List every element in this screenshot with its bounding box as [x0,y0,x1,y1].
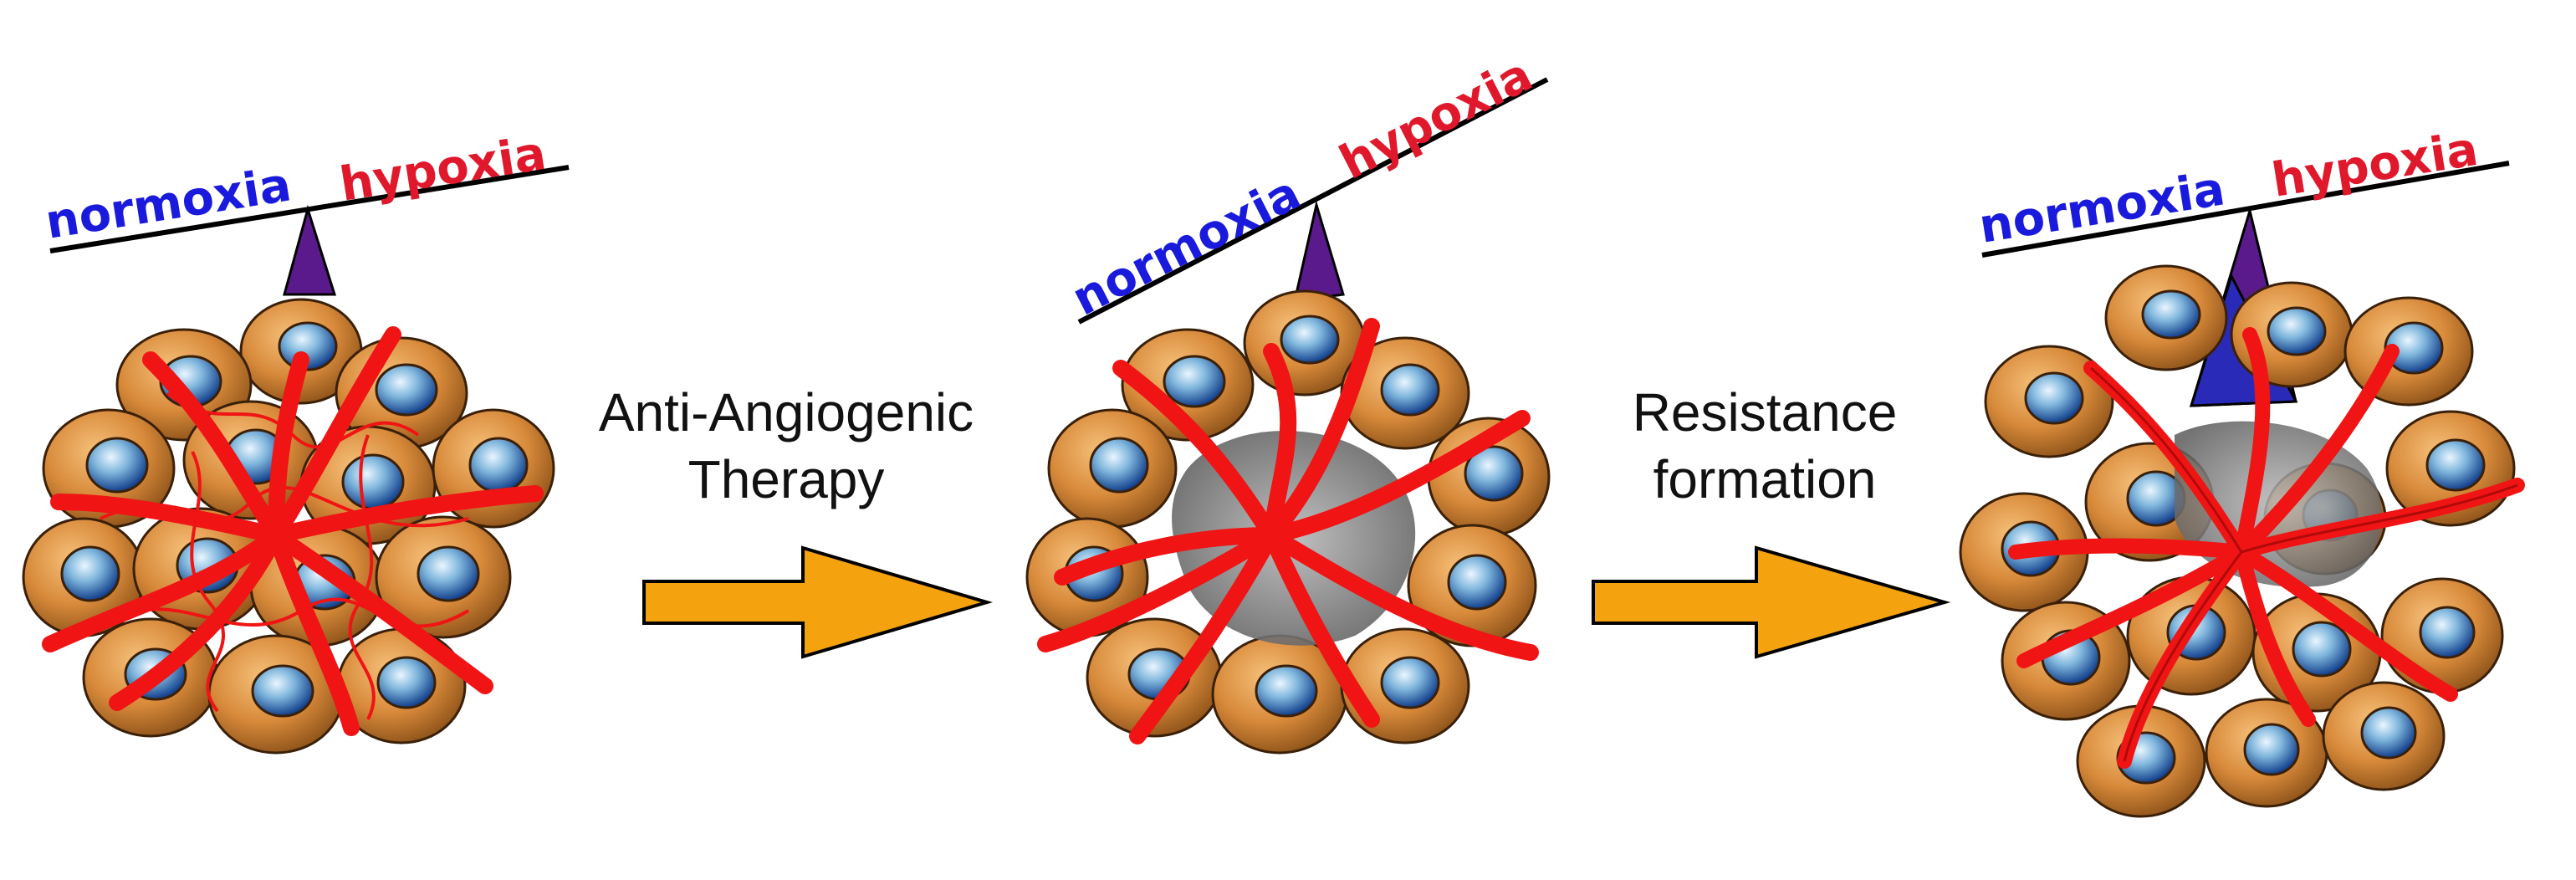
balance-beam [1077,77,1549,325]
hypoxia-label: hypoxia [2268,122,2481,208]
vessel-walls [2090,366,2518,762]
arrow-label-line2: formation [1653,449,1877,509]
arrow-label-line1: Resistance [1633,382,1898,443]
blood-vessels [1037,318,1539,744]
arrow-shape [642,545,994,659]
balance-beam [1981,161,2510,258]
hypoxia-label: hypoxia [336,126,549,212]
transition-arrow-1: Anti-Angiogenic Therapy [599,382,994,659]
normoxia-label: normoxia [42,157,294,249]
capillary-network [100,391,470,720]
tumor-panel-3: normoxia hypoxia [1959,122,2525,818]
tumor-panel-1: normoxia hypoxia [22,126,570,755]
pivot-triangle [283,204,337,296]
arrow-label-line1: Anti-Angiogenic [599,382,974,443]
tumor-panel-2: normoxia hypoxia [1025,48,1551,755]
arrow-shape [1592,545,1951,659]
transition-arrow-2: Resistance formation [1592,382,1951,659]
hypoxia-label: hypoxia [1331,48,1541,191]
pivot-triangle [1293,200,1345,303]
blood-vessels [42,326,544,736]
balance-scale-2: normoxia hypoxia [1064,48,1549,326]
normoxia-label: normoxia [1975,161,2228,253]
balance-beam [49,165,570,253]
arrow-label-line2: Therapy [688,449,885,509]
balance-scale-1: normoxia hypoxia [42,126,570,296]
